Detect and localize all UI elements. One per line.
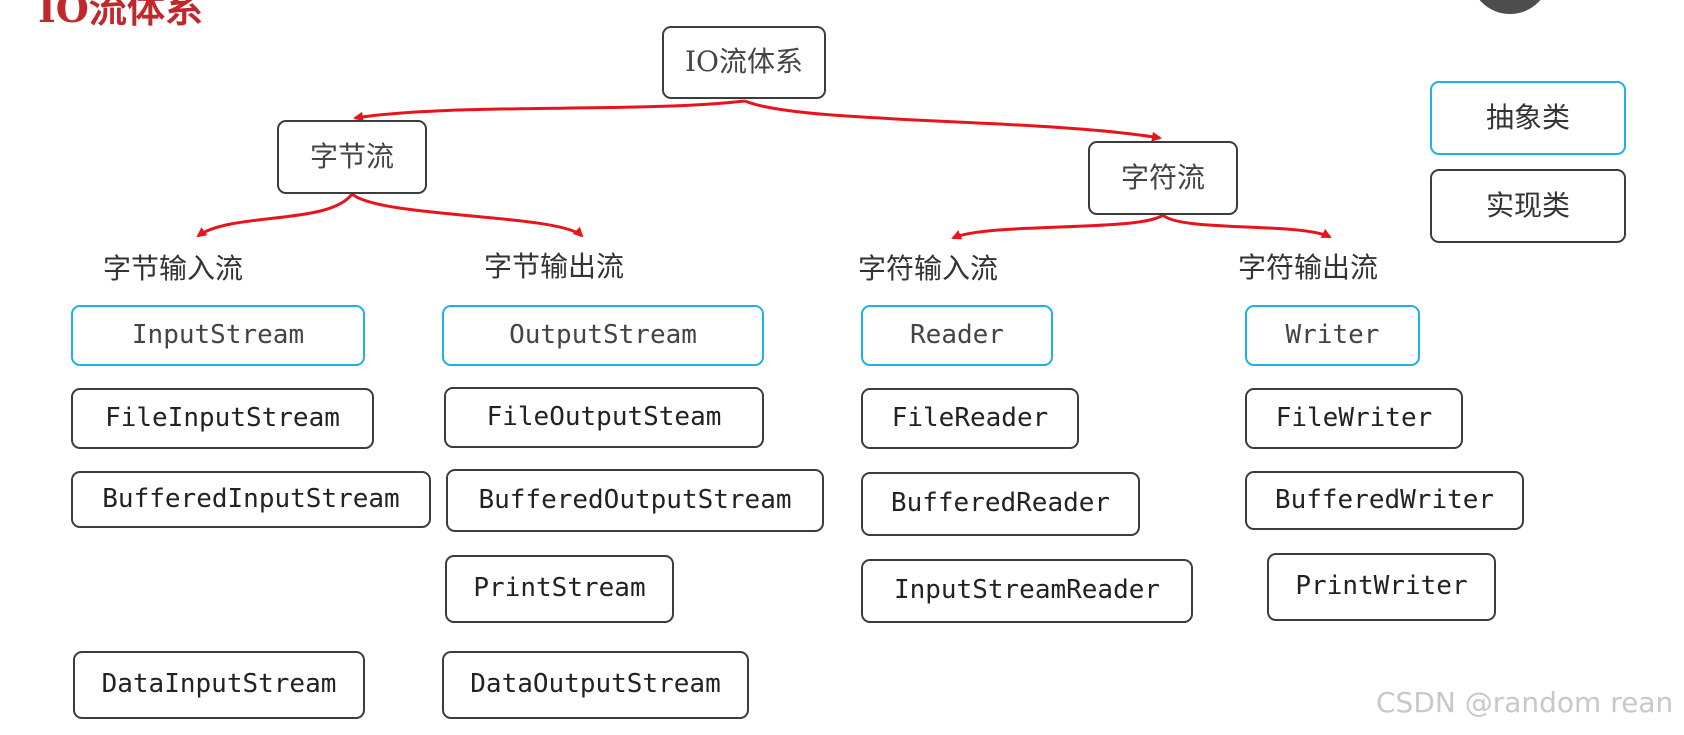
class-file-writer: FileWriter (1245, 388, 1463, 449)
class-file-input-stream: FileInputStream (71, 388, 374, 449)
legend-implementation-class: 实现类 (1430, 169, 1626, 243)
root-node: IO流体系 (662, 26, 826, 99)
char-input-label: 字符输入流 (858, 252, 999, 285)
edge-root-to-char-stream (744, 99, 1162, 142)
class-print-writer: PrintWriter (1267, 553, 1496, 621)
class-file-reader: FileReader (861, 388, 1079, 449)
class-print-stream: PrintStream (445, 555, 674, 623)
class-buffered-output-stream: BufferedOutputStream (446, 469, 824, 532)
class-buffered-input-stream: BufferedInputStream (71, 471, 431, 528)
page-title: IO流体系 (38, 0, 203, 31)
char-stream-node: 字符流 (1088, 141, 1238, 215)
byte-output-label: 字节输出流 (484, 250, 625, 283)
class-reader: Reader (861, 305, 1053, 366)
class-buffered-writer: BufferedWriter (1245, 471, 1524, 530)
class-writer: Writer (1245, 305, 1420, 366)
edge-char-stream-to-char-output (1161, 213, 1332, 239)
edge-byte-stream-to-byte-output (351, 192, 584, 238)
byte-input-label: 字节输入流 (103, 252, 244, 285)
edge-root-to-byte-stream (353, 99, 746, 122)
char-output-label: 字符输出流 (1238, 251, 1379, 284)
corner-decoration (1470, 0, 1550, 14)
legend-abstract-class: 抽象类 (1430, 81, 1626, 155)
edge-byte-stream-to-byte-input (196, 193, 354, 238)
class-data-input-stream: DataInputStream (73, 651, 365, 719)
class-buffered-reader: BufferedReader (861, 472, 1140, 536)
class-file-output-steam: FileOutputSteam (444, 387, 764, 448)
byte-stream-node: 字节流 (277, 120, 427, 194)
edge-char-stream-to-char-input (951, 213, 1164, 240)
watermark: CSDN @random rean (1376, 686, 1674, 719)
class-input-stream-reader: InputStreamReader (861, 559, 1193, 623)
class-data-output-stream: DataOutputStream (442, 651, 749, 719)
class-input-stream: InputStream (71, 305, 365, 366)
class-output-stream: OutputStream (442, 305, 764, 366)
